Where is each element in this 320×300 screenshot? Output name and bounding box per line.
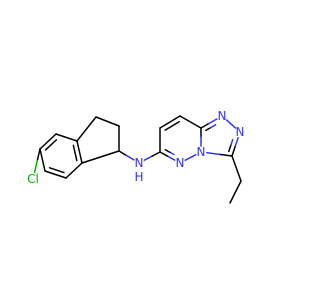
bond-tri-4-a xyxy=(218,153,233,157)
bond-c-cl-b xyxy=(33,159,39,173)
bond-nh-c6-b xyxy=(151,151,161,157)
bond-pyr-6-double-b xyxy=(164,149,171,153)
bond-tri-3-a xyxy=(234,136,239,148)
bond-c3a-c3 xyxy=(76,116,97,142)
bond-benzene-6-double xyxy=(44,138,58,151)
bond-c1-nh-a xyxy=(118,150,128,157)
bond-pyr-6-a xyxy=(166,155,176,161)
bond-pyr-2 xyxy=(159,115,181,129)
atom-n-bridgehead-label: N xyxy=(197,145,206,159)
bond-c3-c2 xyxy=(95,116,120,127)
bond-c-cl-a xyxy=(36,148,41,162)
bond-tri-1-double-b xyxy=(209,124,217,129)
bond-benzene-1 xyxy=(55,133,78,142)
bond-benzene-4 xyxy=(44,170,67,179)
bond-c1-c7a xyxy=(81,150,120,164)
bond-tri-3-double-a xyxy=(229,138,234,147)
bond-tri-2 xyxy=(225,119,237,129)
bond-tri-4-b xyxy=(206,152,221,156)
bond-nh-c6-a xyxy=(143,155,153,161)
bond-tri-3-b xyxy=(231,146,236,157)
bond-tri-3-double-b xyxy=(228,144,232,153)
bond-ethyl-1 xyxy=(231,155,242,182)
atom-nh-h-label: H xyxy=(134,170,143,184)
bond-pyr-3 xyxy=(179,115,202,129)
bond-c1-nh-b xyxy=(125,154,135,161)
bond-pyr-6-b xyxy=(159,151,169,157)
atom-triazole-n1-label: N xyxy=(218,109,227,123)
bond-pyr-6-double-a xyxy=(168,151,175,156)
bond-tri-1-b xyxy=(208,118,218,125)
bond-benzene-2-double xyxy=(72,144,78,162)
bond-benzene-2 xyxy=(76,140,83,164)
bond-benzene-5 xyxy=(39,148,46,172)
atom-triazole-n2-label: N xyxy=(236,125,245,139)
bond-benzene-3 xyxy=(65,162,83,179)
atom-nh-label: N xyxy=(135,156,144,170)
bond-tri-1-a xyxy=(200,122,210,129)
atom-cl-label: Cl xyxy=(27,172,39,186)
atom-n1-label: N xyxy=(176,156,185,170)
bond-pyr-5 xyxy=(184,154,197,161)
bond-benzene-6 xyxy=(39,133,57,150)
bond-ethyl-2 xyxy=(229,180,242,204)
bond-pyr-2-double xyxy=(164,120,180,131)
bond-benzene-4-double xyxy=(48,167,65,174)
bond-tri-1-double-a xyxy=(205,126,212,132)
